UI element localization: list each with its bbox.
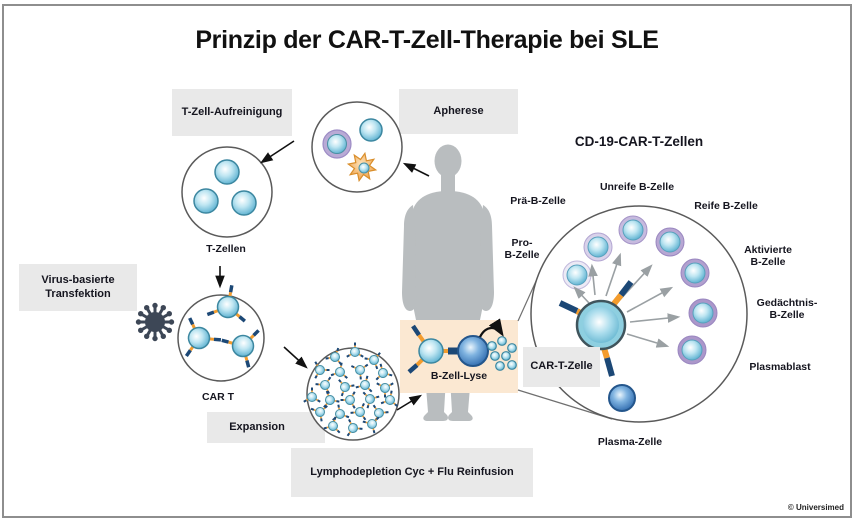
- label-car-t: CAR T: [201, 391, 235, 403]
- label-unreife-b-zelle: Unreife B-Zelle: [599, 181, 675, 193]
- label-t-zellen: T-Zellen: [206, 243, 246, 255]
- box-label: CAR-T-Zelle: [530, 360, 593, 373]
- car-t-cell-large: [558, 280, 634, 377]
- label-gedaechtnis-b-zelle: Gedächtnis- B-Zelle: [756, 297, 818, 322]
- box-lymphodepletion: Lymphodepletion Cyc + Flu Reinfusion: [291, 448, 533, 497]
- label-b-zell-lyse: B-Zell-Lyse: [430, 370, 488, 382]
- b-cell-lineage: [562, 215, 718, 412]
- virus-icon: [135, 302, 175, 342]
- car-t-circle: [170, 280, 274, 382]
- callout-line-bottom: [517, 389, 613, 420]
- lysed-fragments: [487, 336, 517, 371]
- label-aktivierte-b-zelle: Aktivierte B-Zelle: [744, 244, 792, 269]
- t-zellen-circle: [181, 146, 273, 238]
- box-expansion: Expansion: [207, 412, 325, 443]
- box-label: Lymphodepletion Cyc + Flu Reinfusion: [310, 465, 514, 478]
- label-pro-b-zelle: Pro- B-Zelle: [504, 237, 540, 262]
- box-apherese: Apherese: [399, 89, 518, 134]
- box-label: Expansion: [229, 420, 285, 433]
- box-label-line1: Virus-basierte: [41, 273, 115, 286]
- diagram-title: Prinzip der CAR-T-Zell-Therapie bei SLE: [195, 26, 659, 54]
- monocyte-cell: [346, 151, 378, 183]
- box-label: Apherese: [433, 104, 484, 117]
- box-virus-transfektion: Virus-basierte Transfektion: [19, 264, 137, 311]
- apherese-circle: [311, 101, 403, 193]
- label-reife-b-zelle: Reife B-Zelle: [694, 200, 758, 212]
- label-plasmablast: Plasmablast: [749, 361, 811, 373]
- label-prae-b-zelle: Prä-B-Zelle: [510, 195, 566, 207]
- credit-text: © Universimed: [787, 503, 844, 512]
- label-plasma-zelle: Plasma-Zelle: [597, 436, 663, 448]
- process-arrows: [215, 140, 430, 411]
- label-cd19-car-t-zellen: CD-19-CAR-T-Zellen: [574, 134, 704, 149]
- box-t-zell-aufreinigung: T-Zell-Aufreinigung: [172, 89, 292, 136]
- box-label: T-Zell-Aufreinigung: [181, 105, 283, 118]
- b-zell-lyse-scene: [407, 318, 517, 374]
- expansion-circle: [302, 341, 401, 441]
- box-label-line2: Transfektion: [45, 287, 111, 300]
- box-car-t-zelle: CAR-T-Zelle: [523, 347, 600, 387]
